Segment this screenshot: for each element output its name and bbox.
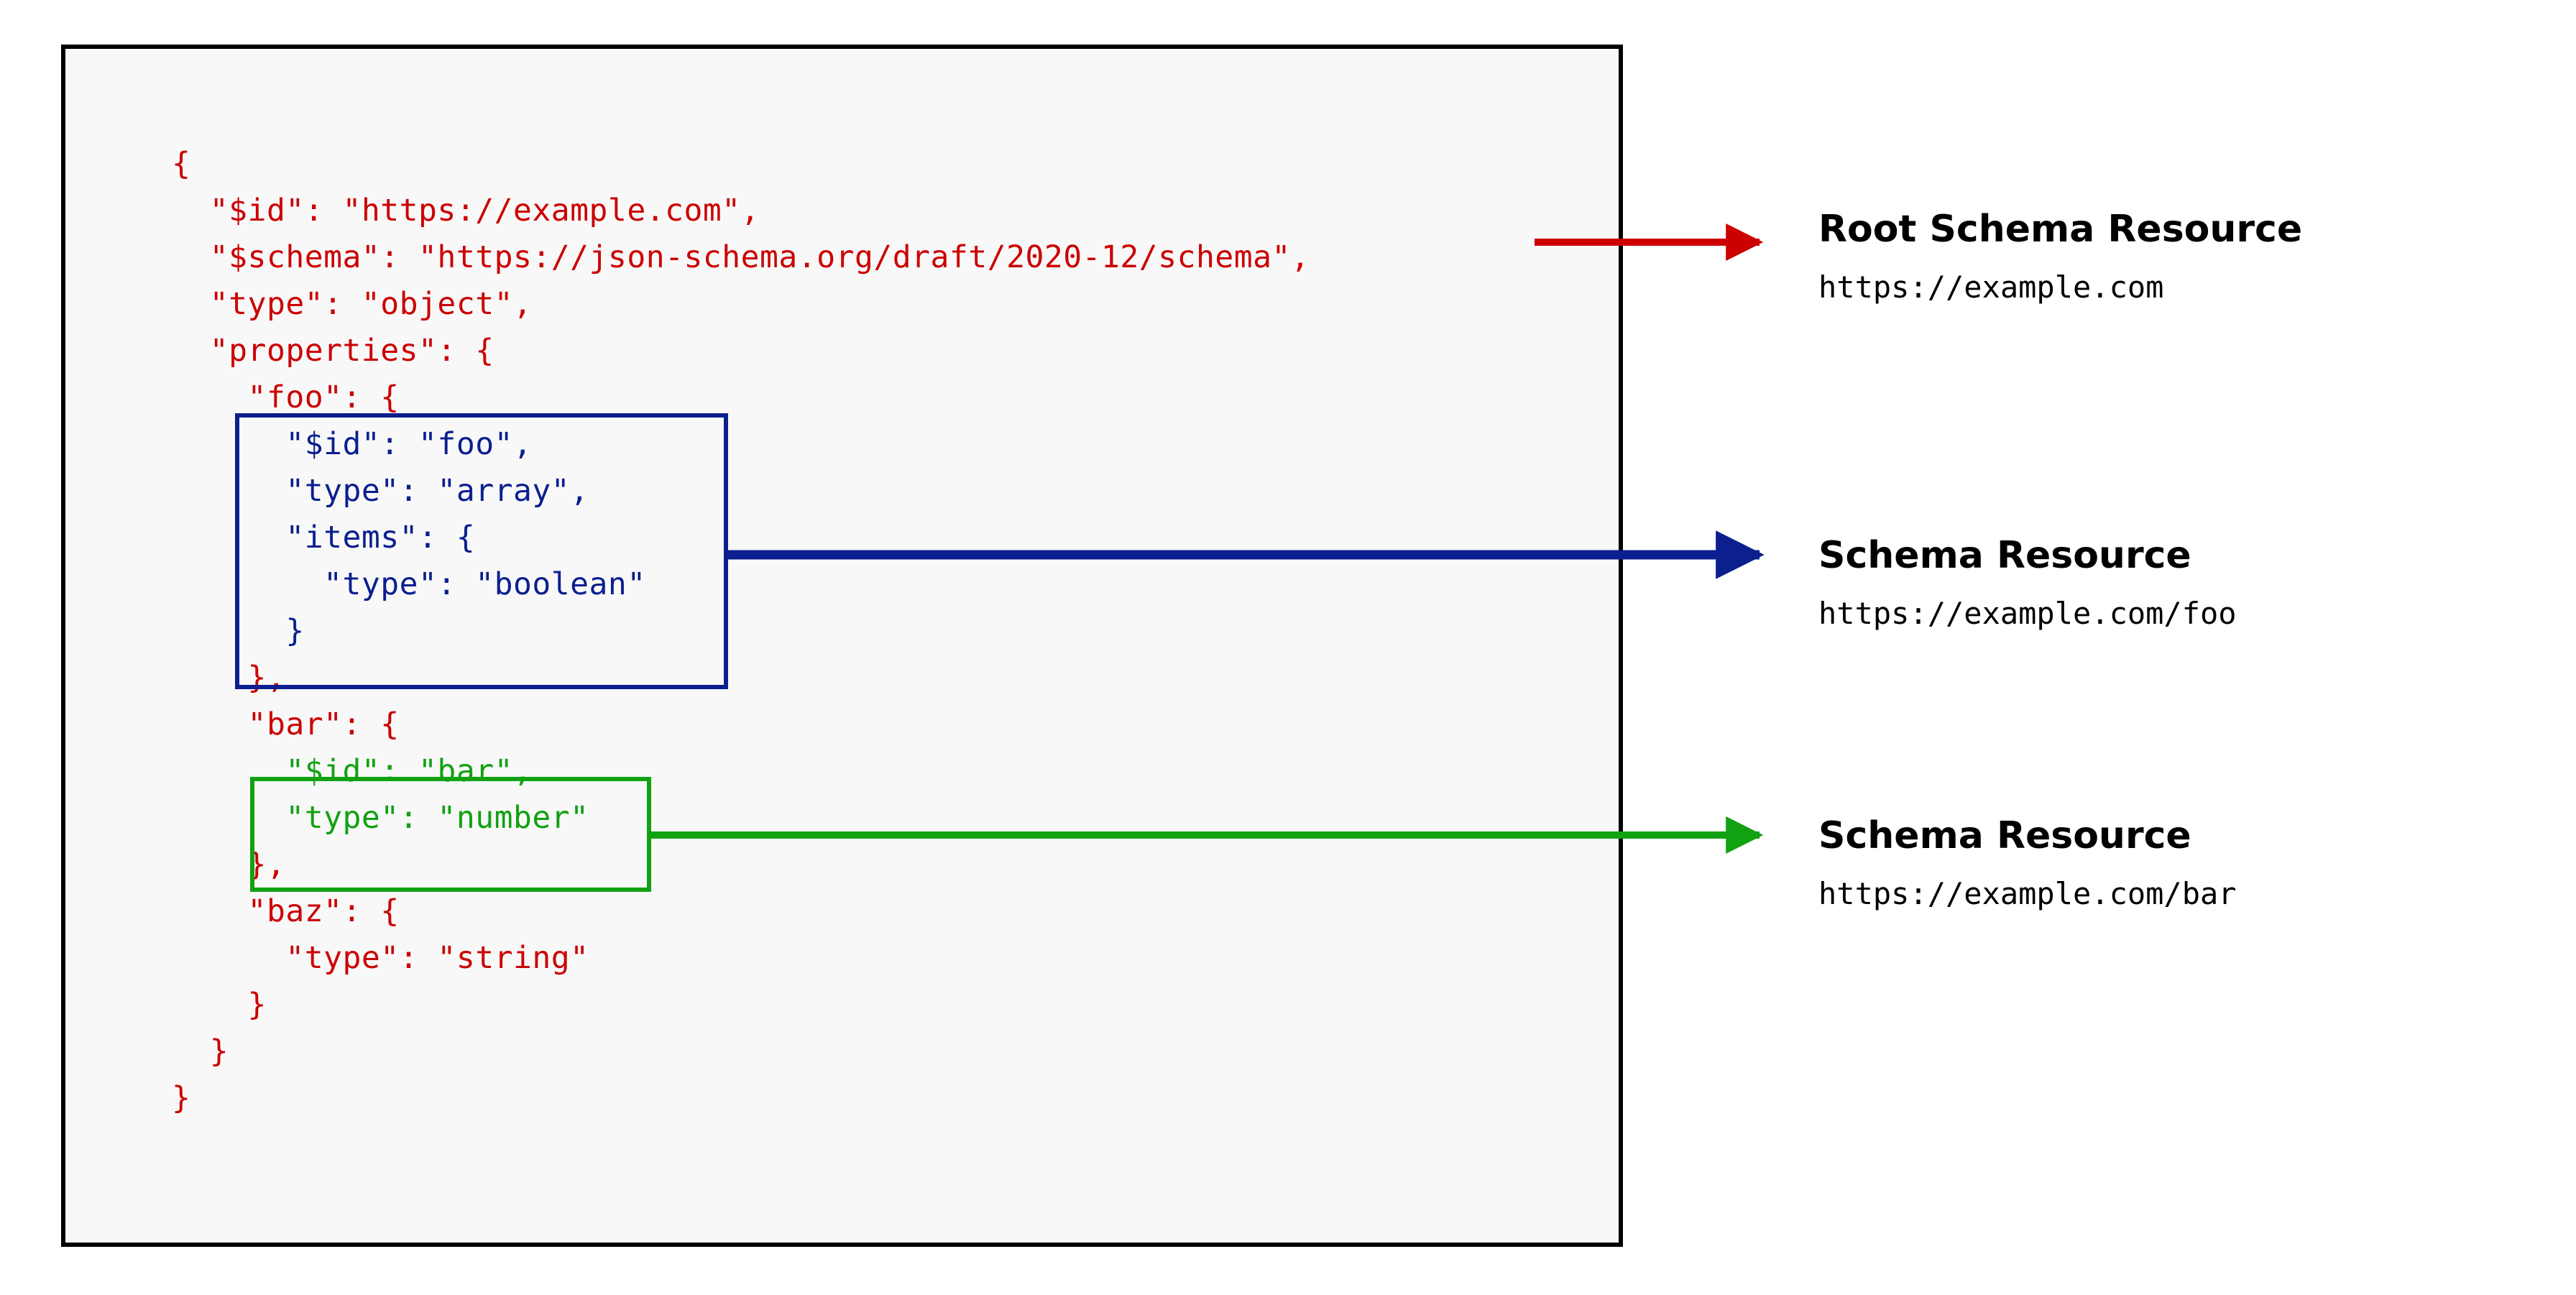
code-line: "items": { [172,520,476,556]
code-line: { [172,146,191,182]
code-line: "$schema": "https://json-schema.org/draf… [172,239,1310,275]
annotation-root-schema: Root Schema Resource https://example.com [1818,207,2573,308]
code-line: } [172,1080,191,1116]
annotation-foo-schema: Schema Resource https://example.com/foo [1818,533,2573,634]
annotation-uri: https://example.com [1818,269,2164,305]
highlight-box-foo-schema [235,413,728,689]
code-line: "$id": "https://example.com", [172,193,760,229]
annotation-uri: https://example.com/bar [1818,876,2237,911]
code-line: "type": "object", [172,286,533,322]
code-line: } [172,613,305,649]
code-line: "$id": "foo", [172,426,533,462]
code-line: "baz": { [172,893,400,929]
json-schema-code: { "$id": "https://example.com", "$schema… [172,141,1310,1122]
annotation-title: Root Schema Resource [1818,208,2303,251]
code-line: } [172,987,267,1023]
code-line: "type": "number" [172,800,589,836]
code-frame: { "$id": "https://example.com", "$schema… [61,45,1623,1247]
code-line: } [172,1033,229,1069]
code-line: "properties": { [172,333,494,369]
annotation-uri: https://example.com/foo [1818,596,2237,631]
code-line: "$id": "bar", [172,753,533,789]
code-line: "bar": { [172,706,400,742]
code-line: "type": "boolean" [172,566,646,602]
code-line: "foo": { [172,379,400,415]
highlight-box-bar-schema [250,777,651,892]
code-line: "type": "string" [172,940,589,976]
code-line: }, [172,660,286,696]
annotation-bar-schema: Schema Resource https://example.com/bar [1818,814,2573,914]
annotation-title: Schema Resource [1818,814,2191,857]
annotation-title: Schema Resource [1818,534,2191,577]
code-line: "type": "array", [172,473,589,509]
